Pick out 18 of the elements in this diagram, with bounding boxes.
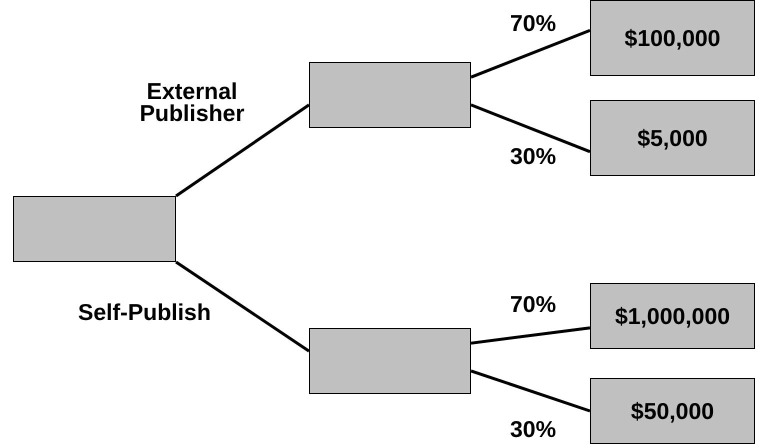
connector-line (470, 104, 591, 154)
outcome-box: $100,000 (590, 0, 755, 76)
connector-line (470, 369, 590, 412)
decision-box (13, 196, 176, 262)
connector-line (470, 29, 591, 79)
connector-line (175, 260, 310, 352)
connector-line (470, 326, 590, 345)
decision-box (309, 62, 471, 128)
outcome-box: $5,000 (590, 100, 755, 176)
outcome-box: $50,000 (590, 378, 755, 444)
outcome-box: $1,000,000 (590, 283, 755, 349)
edge-label: 30% (510, 418, 556, 440)
decision-box (309, 328, 471, 394)
edge-label: 70% (510, 293, 556, 315)
connector-line (175, 104, 310, 198)
edge-label: 30% (510, 145, 556, 167)
edge-label: 70% (510, 12, 556, 34)
edge-label: Self-Publish (78, 301, 211, 323)
